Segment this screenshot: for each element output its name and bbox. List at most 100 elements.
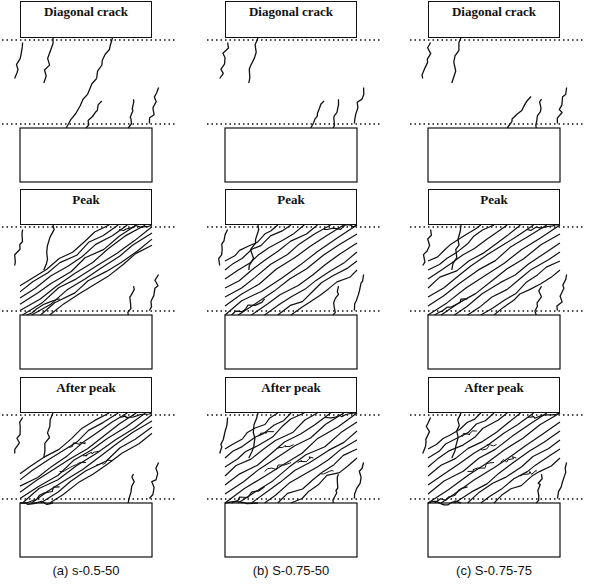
crack-line	[557, 275, 567, 311]
crack-line	[428, 413, 481, 449]
crack-line	[44, 225, 54, 270]
lower-stub	[428, 503, 560, 557]
crack-line	[422, 43, 431, 79]
crack-line	[354, 463, 363, 499]
crack-line	[20, 501, 53, 504]
crack-line	[23, 415, 153, 503]
crack-line	[278, 261, 357, 315]
wall-panel	[410, 38, 584, 182]
wall-panel	[207, 225, 381, 369]
crack-line	[452, 413, 461, 458]
crack-line	[354, 88, 363, 124]
crack-line	[265, 252, 357, 315]
crack-line	[86, 101, 102, 128]
crack-line	[265, 440, 357, 503]
crack-line	[149, 88, 158, 124]
crack-line	[317, 470, 333, 476]
crack-line	[128, 474, 134, 503]
crack-line	[20, 225, 118, 292]
crack-line	[20, 225, 145, 311]
crack-line	[428, 501, 461, 505]
panel-caption: (b) S-0.75-50	[253, 563, 330, 578]
upper-stub-box: After peak	[428, 377, 560, 413]
crack-line	[220, 43, 229, 79]
crack-line	[435, 487, 468, 503]
crack-line	[428, 225, 534, 297]
crack-line	[23, 227, 153, 315]
crack-line	[428, 225, 547, 306]
dotted-line	[207, 39, 381, 41]
crack-line	[428, 413, 560, 503]
crack-line	[44, 413, 53, 458]
crack-line	[128, 286, 134, 315]
crack-line	[15, 230, 23, 266]
crack-line	[324, 413, 357, 418]
crack-line	[428, 225, 494, 270]
crack-line	[527, 225, 560, 231]
crack-line	[428, 413, 547, 494]
crack-line	[32, 421, 152, 503]
panel-caption: (a) s-0.5-50	[52, 563, 119, 578]
stage-label: Peak	[226, 190, 356, 208]
dotted-line	[2, 39, 176, 41]
crack-line	[333, 99, 338, 128]
crack-line	[249, 38, 258, 83]
crack-line	[20, 413, 118, 480]
crack-line	[507, 97, 531, 129]
upper-stub-box: Diagonal crack	[20, 1, 152, 38]
crack-line	[149, 463, 158, 499]
crack-line	[27, 299, 60, 315]
stage-label: After peak	[21, 378, 151, 396]
wall-panel	[410, 413, 584, 557]
stage-label: Diagonal crack	[226, 2, 356, 20]
crack-line	[225, 225, 357, 315]
crack-line	[557, 88, 566, 124]
wall-panel	[2, 225, 176, 369]
crack-line	[535, 286, 542, 315]
crack-line	[291, 458, 357, 503]
crack-line	[481, 449, 560, 503]
crack-line	[527, 413, 560, 418]
crack-line	[557, 463, 566, 499]
crack-line	[324, 225, 357, 230]
crack-line	[15, 418, 23, 454]
upper-stub-box: Diagonal crack	[225, 1, 357, 38]
crack-line	[468, 252, 560, 315]
lower-stub	[20, 315, 152, 369]
lower-stub	[225, 315, 357, 369]
upper-stub-box: After peak	[225, 377, 357, 413]
dotted-line	[410, 39, 584, 41]
lower-stub	[20, 128, 152, 182]
stage-label: Diagonal crack	[429, 2, 559, 20]
crack-line	[225, 413, 344, 494]
crack-line	[452, 225, 461, 270]
crack-line	[468, 440, 560, 503]
upper-stub-box: Diagonal crack	[428, 1, 560, 38]
crack-line	[428, 413, 520, 476]
crack-line	[97, 38, 113, 79]
crack-line	[428, 225, 560, 315]
crack-line	[50, 245, 152, 315]
stage-label: After peak	[429, 378, 559, 396]
crack-line	[428, 225, 520, 288]
crack-line	[225, 225, 291, 270]
crack-line	[481, 445, 497, 451]
crack-line	[238, 234, 357, 315]
crack-line	[435, 299, 468, 315]
crack-line	[119, 413, 152, 418]
upper-stub-box: Peak	[428, 189, 560, 225]
crack-line	[428, 413, 494, 458]
lower-stub	[225, 503, 357, 557]
crack-line	[20, 413, 109, 474]
crack-line	[20, 413, 145, 499]
stage-label: Peak	[429, 190, 559, 208]
crack-line	[258, 431, 274, 436]
crack-line	[428, 413, 534, 485]
crack-line	[461, 431, 477, 436]
lower-stub	[20, 503, 152, 557]
crack-line	[251, 243, 357, 315]
lower-stub	[428, 315, 560, 369]
crack-line	[232, 487, 265, 503]
